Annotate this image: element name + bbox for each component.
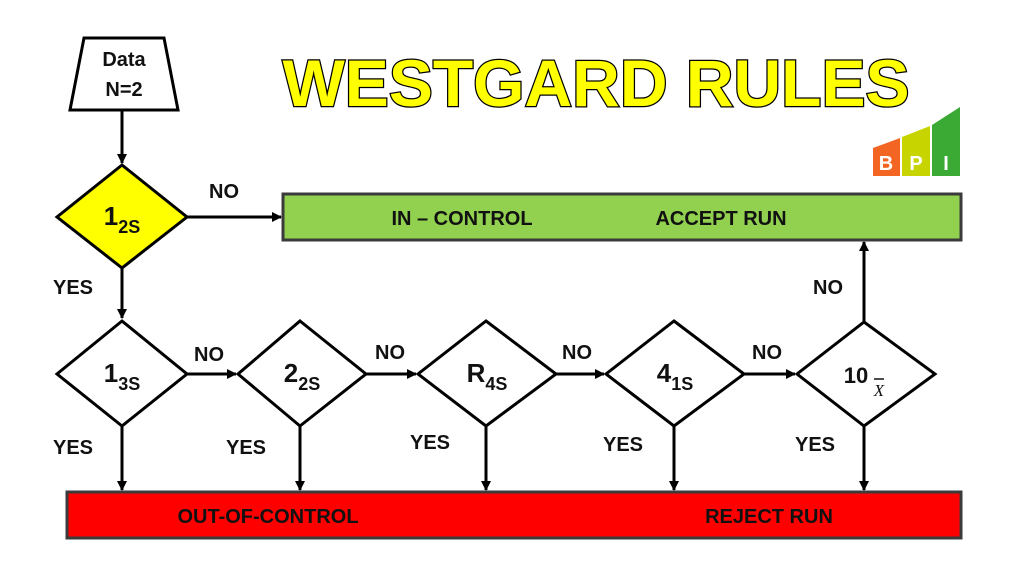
accept-run-bar: IN – CONTROL ACCEPT RUN: [281, 192, 963, 242]
rule-13s-main: 1: [104, 358, 118, 388]
svg-text:13S: 13S: [104, 358, 141, 394]
start-data-shape: Data N=2: [68, 36, 180, 112]
branch-labels: NO YES NO NO NO NO NO YES YES YES YES YE…: [53, 181, 843, 459]
rule-r4s-diamond: R4S: [415, 319, 559, 428]
no-label-22s: NO: [375, 342, 405, 364]
svg-text:R4S: R4S: [467, 358, 508, 394]
reject-run-label: REJECT RUN: [705, 506, 833, 528]
no-label-41s: NO: [752, 342, 782, 364]
rule-41s-diamond: 41S: [603, 319, 747, 428]
rule-41s-main: 4: [657, 358, 672, 388]
connectors: [117, 110, 869, 491]
svg-text:22S: 22S: [284, 358, 321, 394]
rule-10x-diamond: 10 X: [794, 320, 938, 428]
rule-13s-diamond: 13S: [54, 319, 190, 428]
bpi-logo: B P I: [873, 107, 960, 176]
logo-letter-i: I: [943, 153, 949, 175]
yes-label-r4s: YES: [410, 432, 450, 454]
svg-text:12S: 12S: [104, 201, 141, 237]
start-line1: Data: [102, 49, 146, 71]
no-label-13s: NO: [194, 344, 224, 366]
svg-text:41S: 41S: [657, 358, 694, 394]
rule-22s-main: 2: [284, 358, 298, 388]
rule-10x-main: 10: [844, 363, 868, 388]
in-control-label: IN – CONTROL: [391, 208, 532, 230]
no-label-12s: NO: [209, 181, 239, 203]
rule-r4s-sub: 4S: [485, 374, 507, 394]
rule-22s-sub: 2S: [298, 374, 320, 394]
rule-13s-sub: 3S: [118, 374, 140, 394]
accept-run-label: ACCEPT RUN: [655, 208, 786, 230]
yes-label-12s: YES: [53, 277, 93, 299]
rule-12s-diamond: 12S: [54, 163, 190, 270]
start-line2: N=2: [105, 79, 142, 101]
yes-label-41s: YES: [603, 434, 643, 456]
yes-label-13s: YES: [53, 437, 93, 459]
logo-letter-p: P: [909, 153, 922, 175]
yes-label-22s: YES: [226, 437, 266, 459]
reject-run-bar: OUT-OF-CONTROL REJECT RUN: [65, 490, 963, 540]
rule-12s-sub: 2S: [118, 217, 140, 237]
out-of-control-label: OUT-OF-CONTROL: [177, 506, 358, 528]
logo-letter-b: B: [879, 153, 893, 175]
yes-label-10x: YES: [795, 434, 835, 456]
rule-22s-diamond: 22S: [235, 319, 369, 428]
no-label-10x: NO: [813, 277, 843, 299]
rule-10x-sub: X: [873, 381, 885, 400]
no-label-r4s: NO: [562, 342, 592, 364]
rule-41s-sub: 1S: [671, 374, 693, 394]
rule-12s-main: 1: [104, 201, 118, 231]
rule-r4s-main: R: [467, 358, 486, 388]
page-title: WESTGARD RULES: [283, 46, 910, 120]
